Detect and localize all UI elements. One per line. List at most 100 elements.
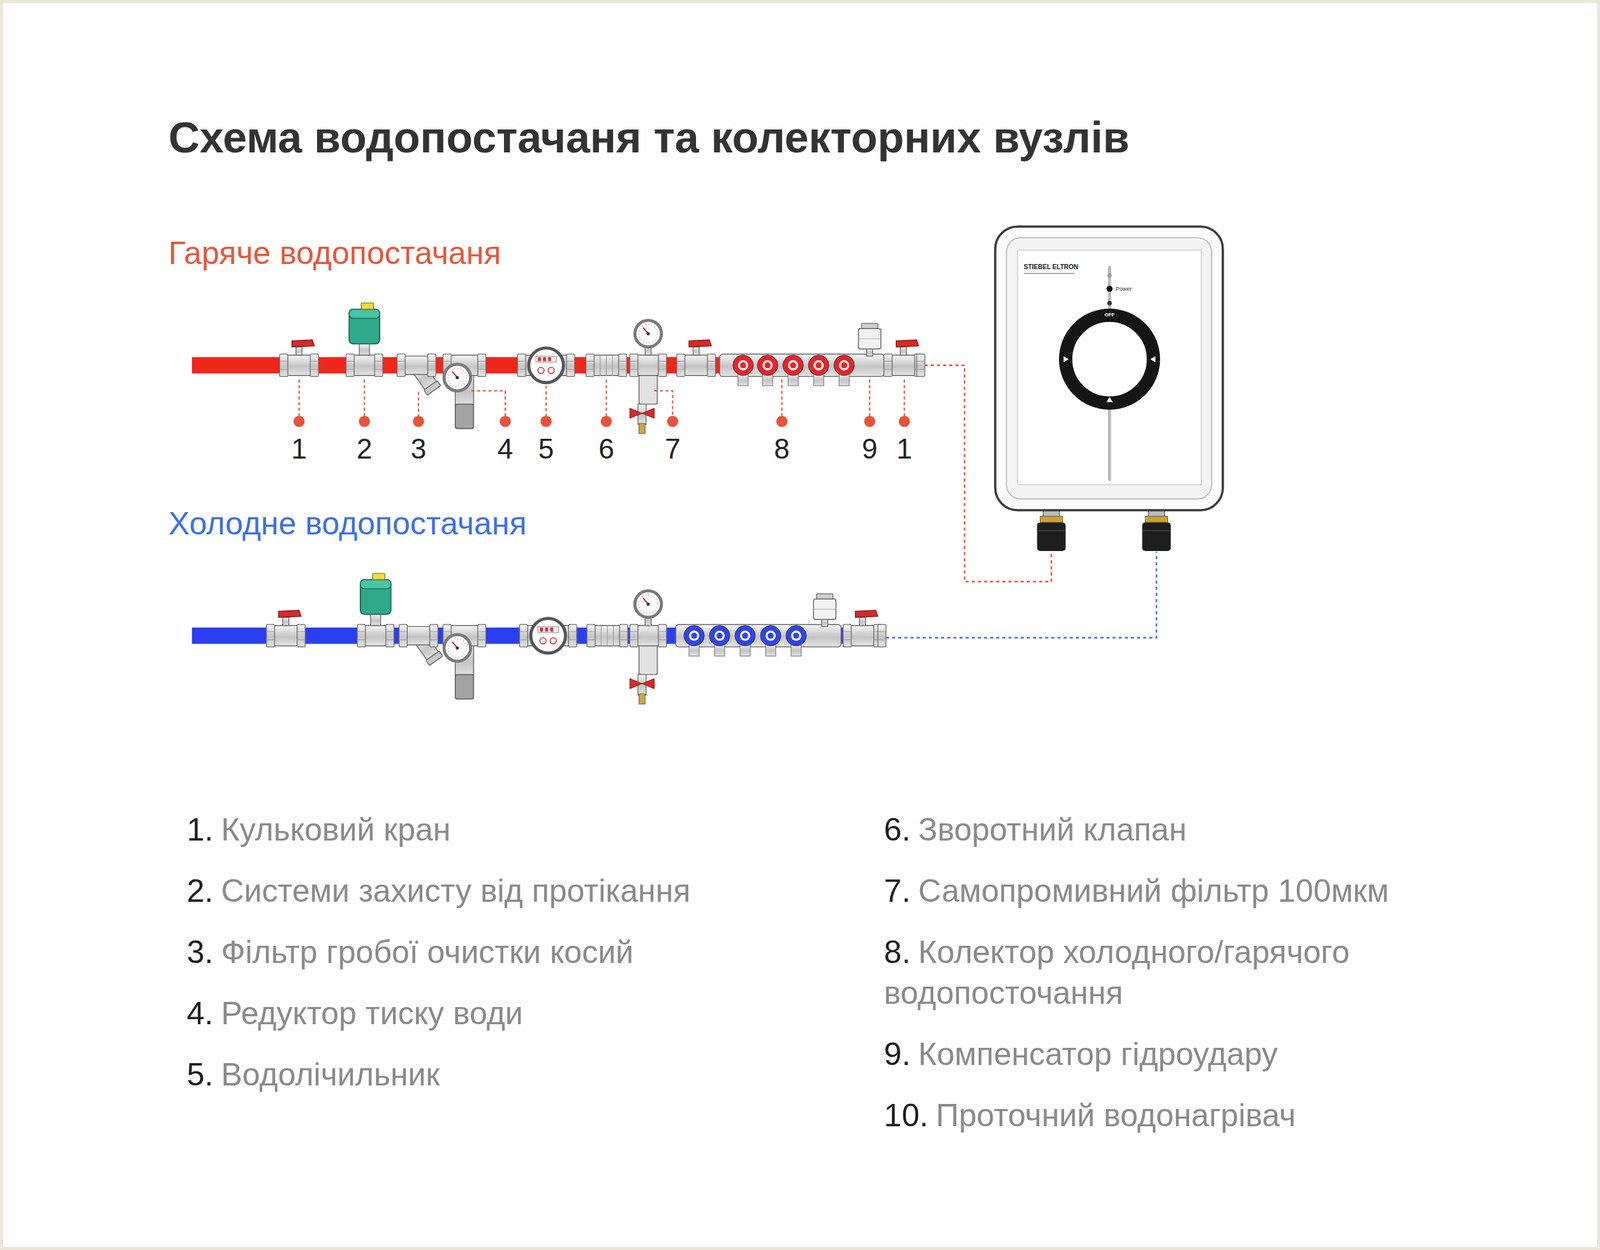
cold-line [877,624,887,647]
water-heater-illustration [1037,522,1067,552]
water-heater-illustration [1106,396,1113,402]
legend-row: 4.Редуктор тиску води [186,993,882,1035]
item-number: 7. [884,873,912,910]
cold-line [760,625,781,657]
callout-dots [293,415,910,428]
item-description: Самопромивний фільтр 100мкм [918,873,1389,910]
callout-number: 5 [538,432,554,467]
legend-row: 10.Проточний водонагрівач [884,1095,1579,1137]
water-heater-illustration [995,226,1223,511]
water-heater-illustration [1107,273,1112,278]
hot-line [585,354,627,377]
cold-line [709,625,730,657]
callout-number: 2 [356,432,372,467]
callout-dots [898,415,911,428]
water-heater-illustration [1065,315,1154,404]
callout-dots [358,415,371,428]
cold-line [586,624,628,647]
cold-line [357,573,395,647]
callout-dots [499,415,512,428]
brand-logo: STIEBEL ELTRON [1023,264,1079,271]
water-heater: STIEBEL ELTRONPowerOFF [995,226,1223,511]
legend-row: 7.Самопромивний фільтр 100мкм [884,870,1579,912]
callout-leaders [363,379,365,417]
water-heater-illustration [1106,285,1113,293]
item-number: 1. [186,812,214,848]
callout-leaders [299,379,905,417]
callout-number: 9 [861,432,878,467]
callout-dots [412,415,425,428]
legend-row: 8.Колектор холодного/гарячого водопосточ… [884,932,1487,1014]
water-heater-illustration [1006,237,1213,500]
callout-leaders [781,379,783,417]
item-description: Проточний водонагрівач [935,1097,1296,1134]
item-description: Системи захисту від протікання [221,873,691,910]
item-description: Редуктор тиску води [221,995,524,1032]
callout-number: 8 [773,432,790,467]
water-heater-illustration [1017,250,1202,485]
cold-line [266,610,306,648]
water-heater-illustration [1037,530,1067,532]
cold-line [442,624,486,700]
diagram-title: Схема водопостачаня та колекторних вузлі… [168,111,1130,164]
hot-line [833,355,855,386]
item-description: Кульковий кран [221,812,452,848]
callout-leaders [471,391,506,417]
callout-leaders [605,379,607,417]
legend-row: 9.Компенсатор гідроудару [884,1034,1579,1075]
water-heater-illustration [1145,516,1168,524]
callout-number: 1 [896,432,912,467]
water-heater-illustration [1063,355,1069,363]
cold-line [813,593,836,627]
item-description: Фільтр гробої очистки косий [221,934,635,971]
item-description: Компенсатор гідроудару [918,1036,1278,1073]
callout-number: 1 [291,432,307,467]
cold-line [734,625,756,657]
cold-line [519,618,577,654]
callout-number: 6 [598,432,614,467]
callout-dots [540,415,552,428]
cold-feed-line [886,552,1157,638]
legend-row: 1.Кульковий кран [186,809,882,851]
legend-row: 2.Системи захисту від протікання [186,870,882,912]
item-number: 3. [186,934,214,971]
legend-row: 5.Водолічильник [186,1054,882,1096]
item-number: 4. [186,995,214,1032]
water-heater-illustration [1141,522,1171,552]
item-number: 10. [884,1097,929,1134]
cold-line [785,625,807,657]
hot-line [192,303,926,434]
hot-line [676,340,716,378]
item-description: Водолічильник [221,1057,441,1093]
water-heater-illustration [1039,516,1063,524]
cold-line [192,573,887,705]
callout-leaders [654,391,674,417]
item-number: 2. [186,873,214,910]
item-description: Зворотний клапан [918,812,1187,848]
callout-dots [667,415,679,428]
legend-row: 3.Фільтр гробої очистки косий [186,932,882,973]
water-heater-illustration [1023,273,1075,274]
section-heading: Гаряче водопостачаня [168,234,501,273]
callout-leaders [298,379,300,417]
hot-line [279,340,319,378]
hot-line [858,323,882,356]
legend-row: 6.Зворотний клапан [884,809,1579,851]
callout-number: 4 [497,432,513,467]
callout-leaders [545,385,547,417]
callout-dots [293,415,305,428]
item-description: Колектор холодного/гарячого водопосточан… [884,934,1350,1012]
hot-line [916,354,926,377]
water-heater-illustration [1141,530,1171,532]
callout-leaders [868,379,871,417]
water-heater-illustration [995,226,1223,552]
cold-line [399,624,443,666]
callout-dots [863,415,876,428]
item-number: 9. [884,1036,912,1073]
hot-line [396,354,441,395]
dial-label: OFF [1104,312,1115,318]
hot-line [629,320,667,434]
cold-line [683,625,705,657]
callout-number: 7 [664,432,681,467]
